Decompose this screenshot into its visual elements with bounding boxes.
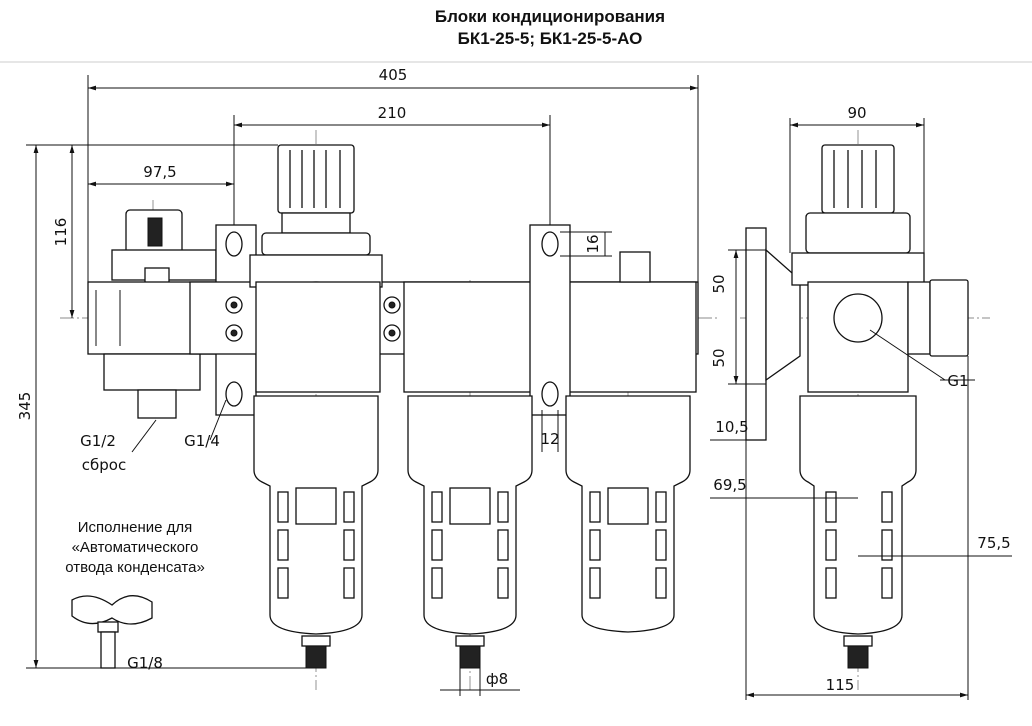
dim-50-bottom: 50 bbox=[710, 348, 728, 367]
dim-12: 12 bbox=[540, 430, 559, 448]
dim-405: 405 bbox=[379, 66, 408, 84]
mounting-plate bbox=[745, 227, 767, 441]
dim-90: 90 bbox=[847, 104, 866, 122]
title-line-2: БК1-25-5; БК1-25-5-АО bbox=[457, 29, 643, 48]
lubricator-bowl bbox=[565, 395, 691, 633]
note-line-3: отвода конденсата» bbox=[65, 559, 205, 576]
drawing-title: Блоки кондиционирования БК1-25-5; БК1-25… bbox=[380, 6, 720, 50]
note-line-1: Исполнение для bbox=[77, 519, 193, 536]
side-view bbox=[745, 144, 969, 669]
note-line-2: «Автоматического bbox=[71, 539, 199, 556]
dim-116: 116 bbox=[52, 218, 70, 247]
auto-drain-detail bbox=[71, 595, 153, 669]
dim-210: 210 bbox=[378, 104, 407, 122]
regulator-bowl bbox=[253, 395, 379, 669]
title-line-1: Блоки кондиционирования bbox=[434, 7, 666, 26]
dim-345: 345 bbox=[16, 392, 34, 421]
dimension-lines bbox=[26, 75, 1012, 700]
dim-10-5: 10,5 bbox=[715, 418, 748, 436]
dim-97-5: 97,5 bbox=[143, 163, 176, 181]
label-g1-2: G1/2 bbox=[80, 432, 116, 450]
regulator-body bbox=[255, 281, 381, 393]
lubricator-cap bbox=[619, 251, 651, 283]
dim-115: 115 bbox=[826, 676, 855, 694]
dim-75-5: 75,5 bbox=[977, 534, 1010, 552]
middle-bracket bbox=[529, 224, 571, 416]
dim-16: 16 bbox=[584, 234, 602, 253]
filter-body bbox=[403, 281, 541, 393]
reset-valve bbox=[87, 209, 217, 419]
label-reset: сброс bbox=[82, 456, 126, 474]
front-view bbox=[87, 144, 699, 669]
label-g1: G1 bbox=[947, 372, 968, 390]
filter-bowl bbox=[407, 395, 533, 669]
label-g1-8: G1/8 bbox=[127, 654, 163, 672]
dim-50-top: 50 bbox=[710, 274, 728, 293]
lubricator-body bbox=[559, 281, 697, 393]
dim-69-5: 69,5 bbox=[713, 476, 746, 494]
label-g1-4: G1/4 bbox=[184, 432, 220, 450]
dim-diameter-8: ф8 bbox=[486, 670, 508, 688]
auto-drain-note: Исполнение для «Автоматического отвода к… bbox=[40, 518, 230, 578]
